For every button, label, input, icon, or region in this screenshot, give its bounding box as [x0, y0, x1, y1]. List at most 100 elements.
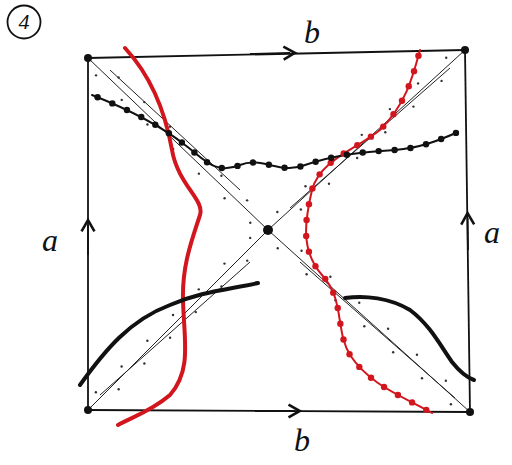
curve-bead: [266, 162, 272, 168]
curve-bead: [166, 130, 172, 136]
curve-bead: [423, 141, 429, 147]
stipple-dot: [300, 208, 302, 210]
curve-beads: [94, 53, 459, 413]
curve-bead: [368, 133, 374, 139]
curve-bead: [94, 94, 100, 100]
curve-bead: [309, 185, 315, 191]
curve-bead: [312, 158, 318, 164]
black-curve: [80, 283, 258, 385]
stipple-dot: [440, 80, 442, 82]
stipple-dot: [143, 362, 145, 364]
curve-bead: [346, 351, 352, 357]
curve-bead: [340, 336, 346, 342]
stipple-dot: [356, 157, 358, 159]
curve-bead: [415, 53, 421, 59]
curve-bead: [411, 68, 417, 74]
stipple-dot: [300, 250, 302, 252]
curve-bead: [391, 147, 397, 153]
stipple-dot: [384, 131, 386, 133]
stipple-dot: [389, 108, 391, 110]
diagonal-band-edge: [100, 262, 250, 395]
curve-bead: [423, 407, 429, 413]
curve-bead: [375, 148, 381, 154]
stipple-dot: [392, 351, 394, 353]
curve-bead: [328, 155, 334, 161]
curve-bead: [453, 130, 459, 136]
stipple-dot: [117, 388, 119, 390]
stipple-dot: [220, 175, 222, 177]
curve-bead: [360, 149, 366, 155]
stipple-dot: [445, 380, 447, 382]
curve-bead: [152, 122, 158, 128]
stipple-dot: [249, 237, 251, 239]
curve-bead: [312, 263, 318, 269]
edge-label: b: [304, 16, 320, 48]
diagonal: [88, 58, 470, 412]
diagonals: [88, 50, 470, 412]
vertices: [84, 46, 474, 416]
stipple-dot: [95, 391, 97, 393]
circle-outline: [8, 6, 41, 39]
curve-bead: [399, 98, 405, 104]
curve-bead: [306, 201, 312, 207]
curve-bead: [124, 107, 130, 113]
curve-bead: [250, 159, 256, 165]
curve-bead: [179, 139, 185, 145]
curve-bead: [303, 233, 309, 239]
curve-bead: [409, 399, 415, 405]
vertex: [466, 408, 474, 416]
black-curve: [345, 297, 474, 380]
stipple-dot: [246, 259, 248, 261]
stipple-dot: [169, 337, 171, 339]
curve-bead: [281, 165, 287, 171]
curves: [80, 48, 474, 425]
edge-label: b: [294, 424, 310, 456]
stipple-dot: [146, 123, 148, 125]
curve-bead: [368, 375, 374, 381]
stipple-dot: [361, 134, 363, 136]
curve-bead: [191, 149, 197, 155]
stipple-dot: [329, 276, 331, 278]
curve-bead: [335, 305, 341, 311]
stipple-dot: [117, 76, 119, 78]
circled-number: 4: [6, 4, 42, 40]
curve-bead: [406, 83, 412, 89]
vertex: [263, 225, 273, 235]
stipple-dot: [445, 56, 447, 58]
curve-bead: [316, 171, 322, 177]
stipple-dot: [421, 377, 423, 379]
diagonal: [88, 50, 465, 410]
stipple-dot: [195, 311, 197, 313]
edge-arrow: [255, 410, 295, 412]
curve-bead: [234, 163, 240, 169]
curve-bead: [344, 152, 350, 158]
edge-arrow: [467, 218, 469, 250]
diagonal-band-edge: [290, 68, 450, 208]
stipple-dot: [363, 325, 365, 327]
curve-bead: [297, 163, 303, 169]
curve-bead: [109, 100, 115, 106]
stipple-dot: [416, 354, 418, 356]
stipple-dot: [95, 74, 97, 76]
stipple-dot: [276, 211, 278, 213]
stipple-dot: [304, 185, 306, 187]
curve-bead: [395, 392, 401, 398]
diagonal-band-edge: [110, 70, 240, 190]
edge-arrow: [87, 225, 89, 255]
edge-arrow: [250, 53, 290, 54]
stipple-dot: [143, 101, 145, 103]
curve-bead: [390, 111, 396, 117]
stipple-dot: [172, 314, 174, 316]
stipple-dot: [121, 99, 123, 101]
stipple-dot: [412, 105, 414, 107]
stipple-dot: [249, 222, 251, 224]
curve-bead: [330, 289, 336, 295]
band-stipple: [95, 56, 452, 405]
curve-bead: [306, 248, 312, 254]
vertex: [461, 46, 469, 54]
curve-bead: [407, 145, 413, 151]
stipple-dot: [387, 328, 389, 330]
curve-bead: [138, 114, 144, 120]
curve-bead: [204, 159, 210, 165]
